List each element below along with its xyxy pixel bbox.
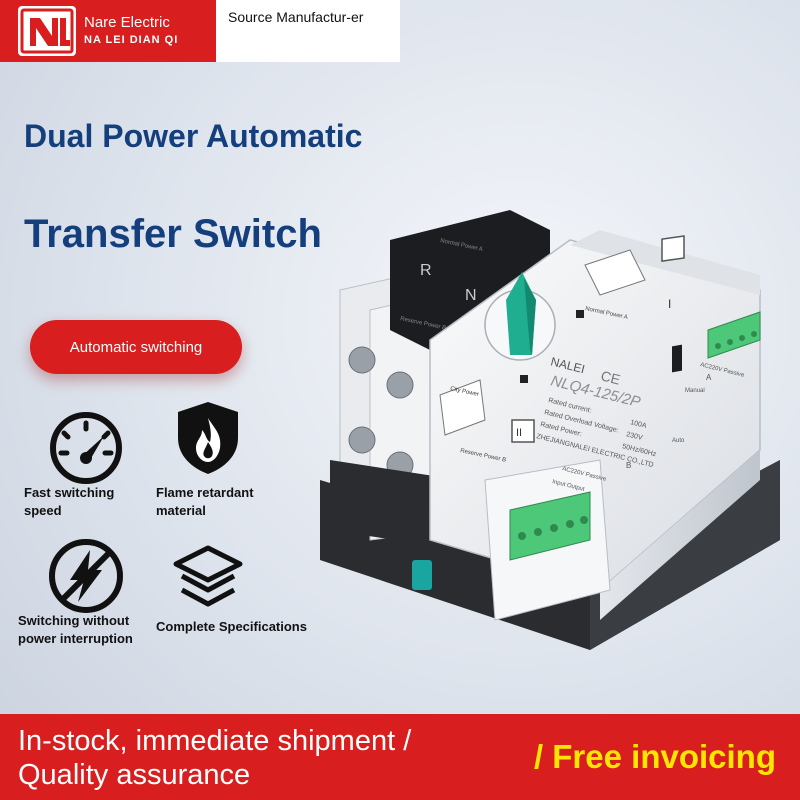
- sticker-ii: [511, 419, 535, 443]
- banner-line-stock: In-stock, immediate shipment /: [18, 725, 412, 757]
- brand-subtitle: NA LEI DIAN QI: [84, 34, 179, 46]
- connector-pin: [739, 335, 745, 341]
- spec-value: 100A: [630, 419, 648, 430]
- roman-one: I: [668, 297, 671, 311]
- manual-label: Manual: [685, 388, 705, 394]
- connector-pin: [715, 343, 721, 349]
- connector-pin: [550, 524, 558, 532]
- auto-label: Auto: [672, 438, 685, 444]
- spec-value: 230V: [626, 431, 644, 442]
- cover-letter-r: R: [420, 262, 432, 279]
- banner-line-quality: Quality assurance: [18, 759, 251, 791]
- body-top-face: [560, 230, 760, 295]
- base-rail-side: [590, 460, 780, 650]
- header: Nare Electric NA LEI DIAN QI Source Manu…: [0, 0, 400, 62]
- transfer-switch-device: R N Normal Power A Reserve Power B I Nor…: [320, 210, 780, 650]
- brand-block: Nare Electric NA LEI DIAN QI: [0, 0, 216, 62]
- speedometer-icon: [50, 412, 122, 484]
- terminal-base: [330, 460, 460, 550]
- sticker-i: [661, 235, 685, 262]
- city-power-label: City Power: [450, 386, 480, 398]
- body-lower-edge: [600, 450, 760, 620]
- terminal-screw: [348, 346, 376, 374]
- banner-left-text: In-stock, immediate shipment / Quality a…: [18, 724, 411, 792]
- brand-logo-icon: [18, 6, 76, 56]
- ce-mark: CE: [599, 367, 622, 387]
- tagline: Source Manufactur-er: [216, 0, 400, 62]
- connector-pin: [727, 339, 733, 345]
- no-lightning-icon: [49, 539, 123, 613]
- din-rail-clip[interactable]: [412, 560, 432, 590]
- terminal-screw: [348, 426, 376, 454]
- feature-label-flame-retardant: Flame retardant material: [156, 485, 254, 518]
- connector-pin: [751, 331, 757, 337]
- product-title-line2: Transfer Switch: [24, 212, 322, 256]
- manual-auto-switch[interactable]: [672, 344, 682, 373]
- product-title-line1: Dual Power Automatic: [24, 118, 363, 154]
- feature-label-complete-specs: Complete Specifications: [156, 619, 307, 634]
- connector-pin: [580, 516, 588, 524]
- connector-pin: [518, 532, 526, 540]
- brand-name: Nare Electric: [84, 14, 170, 31]
- feature-label-no-interruption: Switching without power interruption: [18, 613, 133, 646]
- connector-pin: [566, 520, 574, 528]
- terminal-screw: [386, 371, 414, 399]
- connector-pin: [534, 528, 542, 536]
- indicator-window: [520, 375, 528, 383]
- city-power-sticker: [439, 379, 486, 436]
- layers-icon: [173, 545, 243, 607]
- solar-panel-sticker: [584, 249, 646, 296]
- bottom-banner: In-stock, immediate shipment / Quality a…: [0, 714, 800, 800]
- automatic-switching-badge: Automatic switching: [30, 320, 242, 374]
- banner-free-invoicing: / Free invoicing: [533, 738, 776, 775]
- letter-b: B: [626, 461, 631, 470]
- flame-shield-icon: [178, 402, 238, 474]
- letter-a: A: [706, 373, 712, 382]
- terminal-connector-front: [509, 491, 591, 561]
- handle-shadow: [524, 278, 536, 355]
- feature-label-fast-switching: Fast switching speed: [24, 485, 115, 518]
- terminal-connector-top: [707, 311, 761, 359]
- roman-two: II: [516, 427, 522, 439]
- cover-letter-n: N: [465, 287, 477, 304]
- indicator-window: [576, 310, 584, 318]
